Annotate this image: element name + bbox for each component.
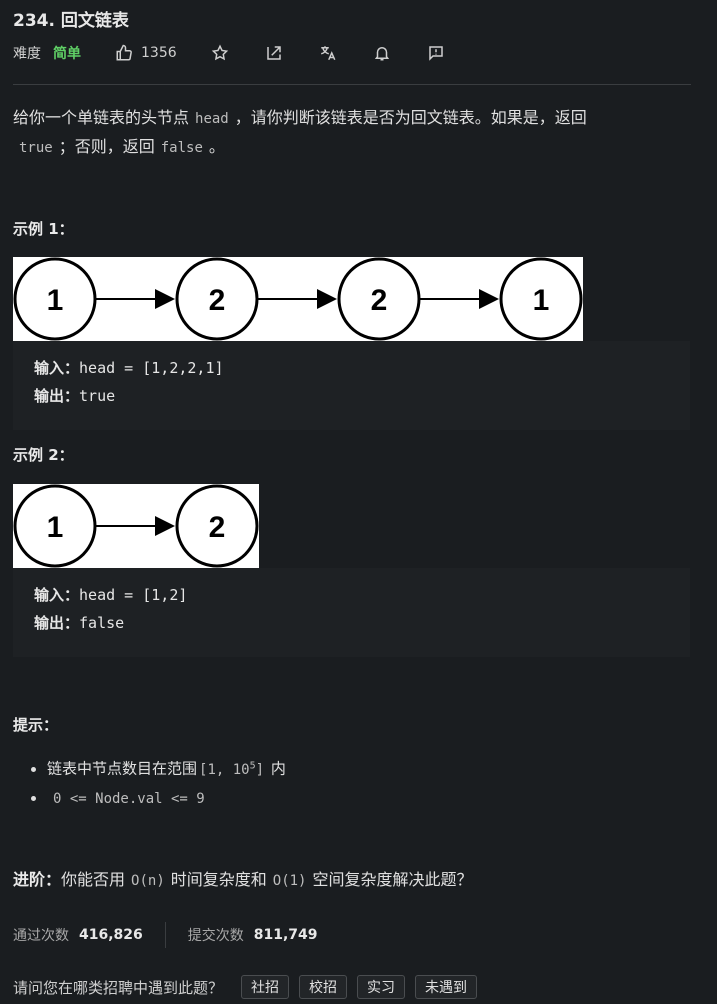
- example-2-title: 示例 2：: [13, 446, 74, 464]
- recruit-option-social[interactable]: 社招: [241, 975, 290, 999]
- input-label: 输入：: [34, 586, 80, 604]
- tip-text: 内: [270, 759, 286, 778]
- star-icon: [211, 44, 228, 61]
- tip-item: 链表中节点数目在范围[1, 105] 内: [47, 752, 286, 784]
- accepted-label: 通过次数: [13, 928, 69, 944]
- node-value: 2: [371, 284, 388, 317]
- example-input: 输入：head = [1,2,2,1]: [13, 354, 690, 382]
- node-value: 2: [209, 511, 226, 544]
- example-input: 输入：head = [1,2]: [13, 581, 690, 609]
- example-1-diagram: 1 2 2 1: [13, 257, 583, 341]
- advance-text: 你能否用: [61, 870, 126, 889]
- translate-icon: [320, 46, 336, 61]
- tips-title: 提示：: [13, 716, 59, 734]
- meta-row: 难度 简单 1356: [13, 42, 445, 64]
- recruit-option-never[interactable]: 未遇到: [415, 975, 478, 999]
- share-icon: [266, 46, 281, 60]
- tip-item: 0 <= Node.val <= 9: [47, 784, 286, 813]
- stats-divider: [164, 922, 166, 948]
- advance-code: O(1): [272, 873, 307, 889]
- bell-icon: [374, 47, 389, 61]
- node-value: 2: [209, 284, 226, 317]
- example-2-diagram: 1 2: [13, 484, 259, 568]
- output-value: true: [79, 387, 116, 405]
- example-2-io: 输入：head = [1,2] 输出：false: [13, 568, 690, 657]
- node-value: 1: [533, 284, 550, 317]
- advance-text: 空间复杂度解决此题？: [312, 870, 473, 889]
- submitted-label: 提交次数: [187, 928, 244, 944]
- node-circle: [175, 257, 259, 341]
- example-output: 输出：false: [13, 609, 690, 637]
- node-circle: [13, 484, 97, 568]
- node-value: 1: [47, 511, 64, 544]
- difficulty-badge: 简单: [53, 46, 81, 62]
- code-head: head: [195, 111, 229, 127]
- node-value: 1: [47, 284, 64, 317]
- accepted-value: 416,826: [79, 927, 143, 943]
- example-output: 输出：true: [13, 382, 690, 410]
- desc-text: ；否则，返回: [58, 137, 155, 156]
- tip-code: 0 <= Node.val <= 9: [53, 790, 205, 807]
- problem-title: 234. 回文链表: [13, 11, 129, 31]
- input-label: 输入：: [34, 359, 80, 377]
- feedback-button[interactable]: [427, 44, 445, 62]
- output-label: 输出：: [34, 614, 80, 632]
- output-value: false: [79, 614, 125, 632]
- example-1-io: 输入：head = [1,2,2,1] 输出：true: [13, 341, 690, 430]
- input-value: head = [1,2]: [79, 586, 188, 604]
- recruit-option-intern[interactable]: 实习: [357, 975, 406, 999]
- favorite-button[interactable]: [211, 44, 229, 62]
- code-true: true: [19, 140, 53, 156]
- like-button[interactable]: 1356: [115, 44, 177, 62]
- notify-button[interactable]: [373, 44, 391, 62]
- node-circle: [337, 257, 421, 341]
- tip-code-start: [1, 10: [199, 761, 250, 778]
- advance-code: O(n): [131, 873, 165, 889]
- recruit-question: 请问您在哪类招聘中遇到此题？: [13, 978, 224, 997]
- thumbs-up-icon: [116, 44, 132, 61]
- tips-list: 链表中节点数目在范围[1, 105] 内 0 <= Node.val <= 9: [13, 752, 286, 813]
- advance-label: 进阶：: [13, 870, 62, 889]
- example-1-title: 示例 1：: [13, 220, 74, 238]
- advance-text: 时间复杂度和: [170, 870, 267, 889]
- input-value: head = [1,2,2,1]: [79, 359, 224, 377]
- node-circle: [175, 484, 259, 568]
- output-label: 输出：: [34, 387, 80, 405]
- submitted-value: 811,749: [253, 927, 318, 943]
- tip-code-sup: 5: [249, 760, 256, 771]
- advance-note: 进阶：你能否用 O(n) 时间复杂度和 O(1) 空间复杂度解决此题？: [13, 866, 473, 890]
- desc-text: 给你一个单链表的头节点: [13, 108, 190, 127]
- divider: [13, 84, 691, 85]
- tip-text: 链表中节点数目在范围: [47, 759, 198, 778]
- desc-text: 。: [208, 137, 225, 156]
- like-count: 1356: [141, 45, 177, 61]
- node-circle: [13, 257, 97, 341]
- tip-code: [1, 105]: [197, 760, 266, 778]
- difficulty-label: 难度: [13, 46, 41, 62]
- translate-button[interactable]: [319, 44, 337, 62]
- feedback-icon: [428, 46, 443, 61]
- share-button[interactable]: [265, 44, 283, 62]
- recruit-question-row: 请问您在哪类招聘中遇到此题？ 社招 校招 实习 未遇到: [13, 974, 478, 1000]
- desc-text: ，请你判断该链表是否为回文链表。如果是，返回: [234, 108, 587, 127]
- recruit-option-campus[interactable]: 校招: [299, 975, 348, 999]
- code-false: false: [160, 140, 203, 156]
- tip-code-end: ]: [255, 761, 265, 778]
- submission-stats: 通过次数 416,826 提交次数 811,749: [13, 922, 318, 948]
- problem-description: 给你一个单链表的头节点 head ，请你判断该链表是否为回文链表。如果是，返回 tr…: [13, 104, 693, 162]
- node-circle: [499, 257, 583, 341]
